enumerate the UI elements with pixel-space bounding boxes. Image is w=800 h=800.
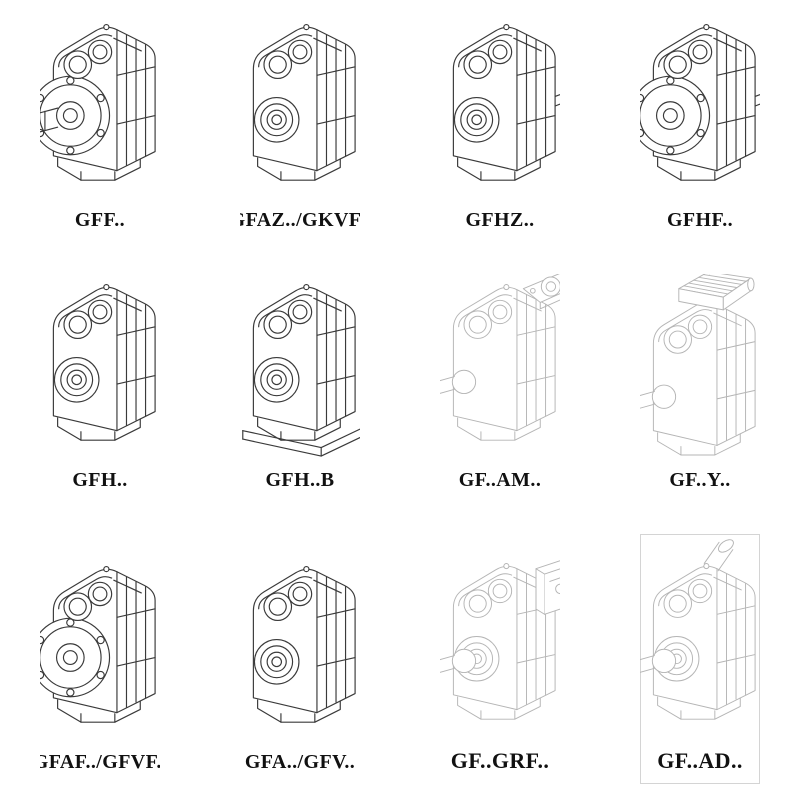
gearbox-drawing-hollow-shaft (252, 24, 356, 182)
product-cell-gf-grf: GF..GRF.. (440, 534, 560, 784)
gearbox-drawing-hollow-shaft-right (452, 24, 560, 182)
gearbox-drawing-flange-shaft (40, 24, 156, 182)
product-label: GF..Y.. (669, 469, 731, 491)
gearbox-drawing-hollow-shaft (252, 566, 356, 724)
gearbox-drawing-flange (40, 566, 156, 724)
product-cell-gf-ad: GF..AD.. (640, 534, 760, 784)
gearbox-drawing-with-motor (640, 274, 756, 456)
product-label: GFF.. (74, 209, 126, 231)
product-cell-gf-am: GF..AM.. (440, 274, 560, 502)
product-cell-gfhf: GFHF.. (640, 16, 760, 242)
product-cell-gfa-gfv: GFA../GFV.. (240, 534, 360, 784)
product-label: GFHF.. (666, 209, 734, 231)
gearbox-drawing-top-input-shaft (640, 538, 756, 721)
gearbox-drawing-flange-hollow (640, 24, 760, 182)
product-label: GFAZ../GKVF.. (240, 209, 360, 231)
product-cell-gfhz: GFHZ.. (440, 16, 560, 242)
product-label: GFHZ.. (465, 209, 535, 231)
gearbox-drawing-hollow-baseplate (242, 284, 360, 457)
product-label: GFH.. (72, 469, 128, 491)
product-cell-gfaz-gkvf: GFAZ../GKVF.. (240, 16, 360, 242)
gearbox-drawing-hollow-shaft (52, 284, 156, 442)
product-cell-gfaf-gfvf: GFAF../GFVF.. (40, 534, 160, 784)
product-cell-gfh-b: GFH..B (240, 274, 360, 502)
product-label: GFAF../GFVF.. (40, 751, 160, 773)
product-cell-gf-y: GF..Y.. (640, 274, 760, 502)
product-label: GFA../GFV.. (244, 751, 356, 773)
product-label: GF..GRF.. (450, 748, 550, 773)
gearbox-drawing-grf-attachment (440, 557, 560, 721)
product-cell-gfh: GFH.. (40, 274, 160, 502)
product-label: GFH..B (265, 469, 335, 491)
product-label: GF..AD.. (657, 748, 743, 773)
gearbox-drawing-motor-adapter-flange (440, 274, 560, 442)
product-cell-gff: GFF.. (40, 16, 160, 242)
product-label: GF..AM.. (458, 469, 542, 491)
